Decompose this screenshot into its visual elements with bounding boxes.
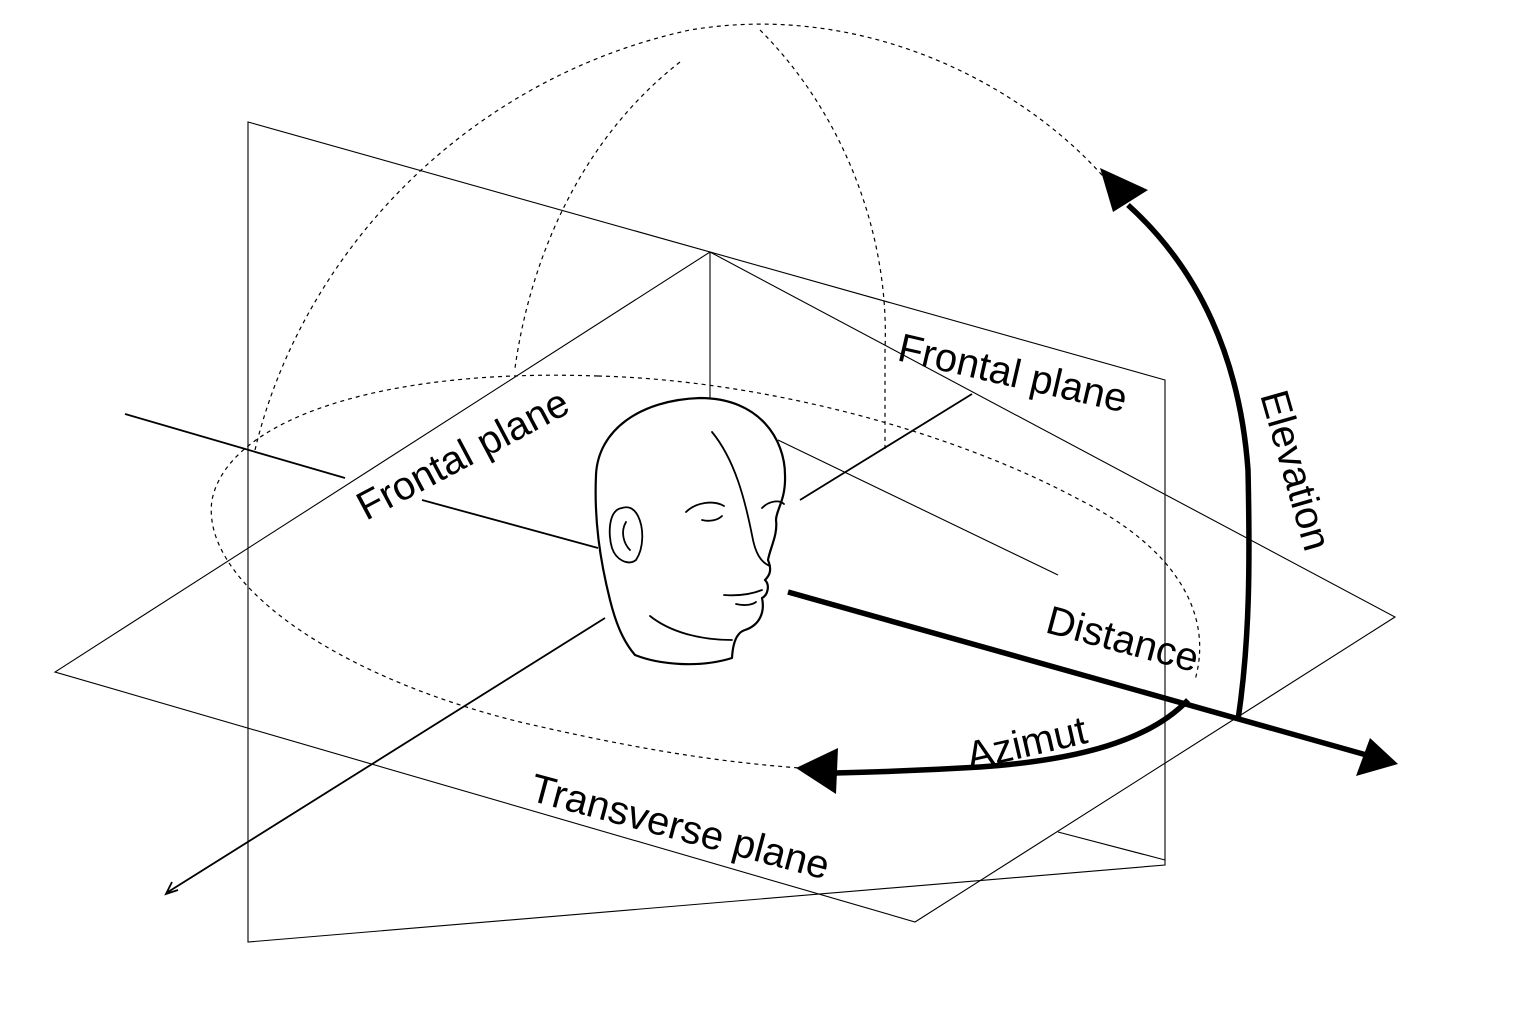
lower-lip <box>735 601 757 606</box>
inner-meridian-dashed <box>514 61 681 369</box>
elevation-arc <box>1126 202 1252 721</box>
azimut-label: Azimut <box>962 708 1091 778</box>
elevation-arrowhead-icon <box>1100 168 1148 212</box>
interaural-axis-back <box>124 413 346 479</box>
chin-line <box>649 615 733 641</box>
ear <box>608 506 644 564</box>
forward-axis <box>167 617 606 893</box>
frontal-plane-right-label: Frontal plane <box>894 326 1131 421</box>
azimut-arrowhead-icon <box>796 748 838 794</box>
nose <box>711 431 771 567</box>
elevation-label: Elevation <box>1251 385 1339 555</box>
distance-arrowhead-icon <box>1356 738 1398 776</box>
horizontal-circle-dashed <box>210 374 801 769</box>
frontal-plane-vertical <box>247 121 1166 943</box>
interaural-axis-front <box>421 499 599 549</box>
head-outline <box>594 396 787 666</box>
head-icon <box>594 396 787 666</box>
outer-meridian-dashed <box>254 23 1109 451</box>
ear-inner <box>622 521 631 551</box>
far-eye <box>761 500 785 509</box>
forward-axis-arrow-icon <box>164 881 179 896</box>
eye-lid <box>701 515 723 522</box>
frontal-plane-left-label: Frontal plane <box>350 380 577 528</box>
mouth <box>723 589 763 597</box>
vertical-meridian-dashed <box>759 29 886 452</box>
frontal-plane-right-leader <box>799 393 973 501</box>
horizontal-circle-dashed-right <box>597 375 1201 681</box>
distance-axis <box>787 589 1371 759</box>
median-plane-bottom-edge <box>1057 831 1166 861</box>
transverse-plane-label: Transverse plane <box>526 766 834 888</box>
eye <box>685 501 725 513</box>
median-plane-back-edge <box>777 439 1059 576</box>
azimut-arc <box>834 698 1190 776</box>
transverse-plane <box>53 251 1397 923</box>
